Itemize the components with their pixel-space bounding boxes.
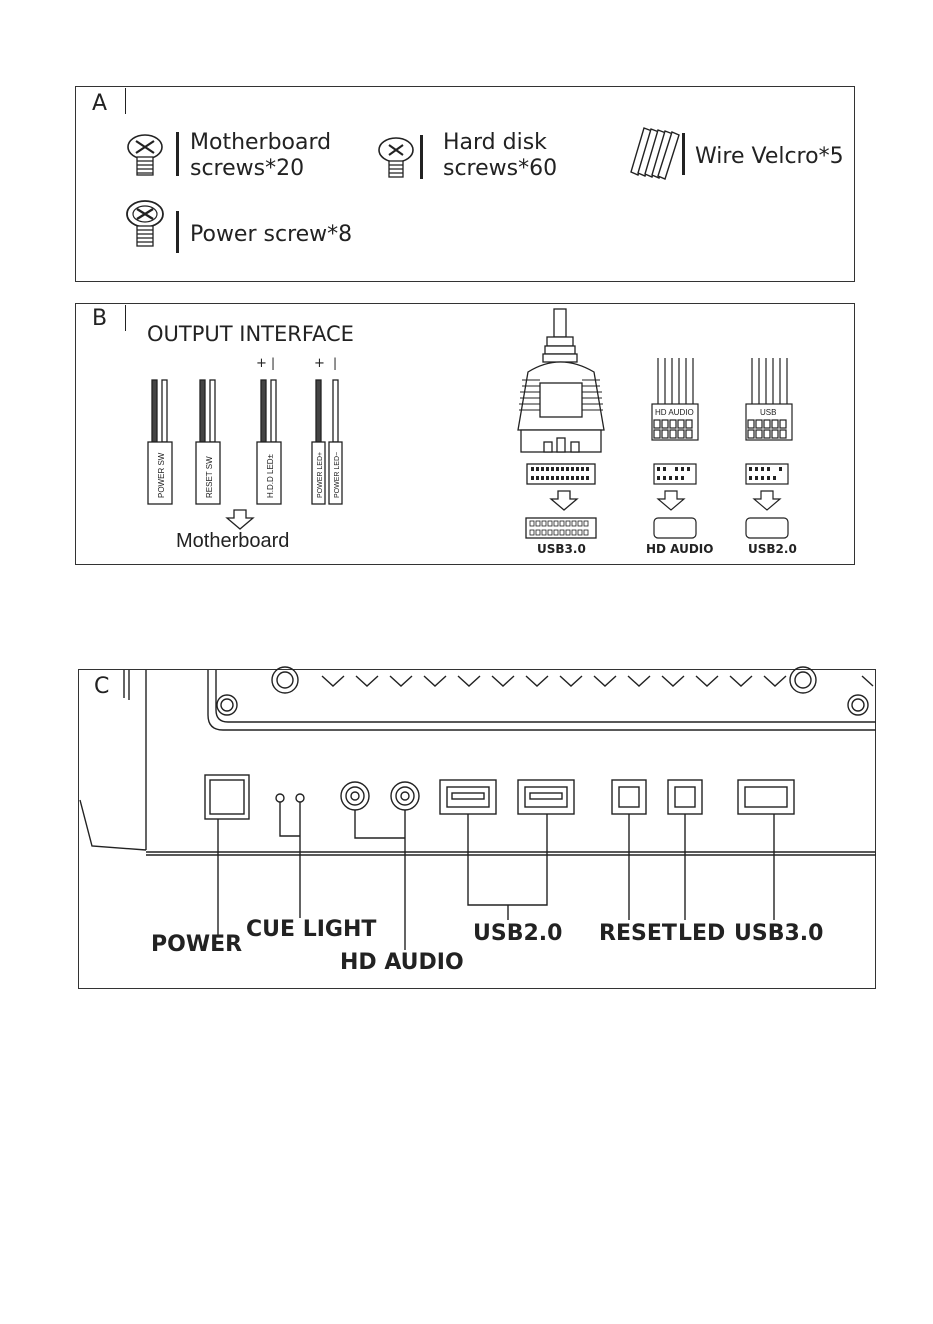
panel-b-letter: B — [92, 306, 107, 331]
wire-velcro-label: Wire Velcro*5 — [695, 144, 844, 169]
power-screw-label: Power screw*8 — [190, 222, 352, 247]
motherboard-screws-label-2: screws*20 — [190, 156, 304, 181]
usb3-label: USB3.0 — [734, 921, 823, 946]
usb2-label: USB2.0 — [473, 921, 562, 946]
cue-light-label: CUE LIGHT — [246, 917, 376, 942]
power-screw-divider — [176, 211, 179, 253]
motherboard-screws-label-1: Motherboard — [190, 130, 331, 155]
hard-disk-screws-label-2: screws*60 — [443, 156, 557, 181]
led-label: LED — [678, 921, 725, 946]
hard-disk-screws-label-1: Hard disk — [443, 130, 547, 155]
motherboard-screws-divider — [176, 132, 179, 176]
hdd-led-minus-sign: | — [271, 356, 275, 370]
panel-b-letter-divider — [125, 305, 126, 331]
panel-a — [75, 86, 855, 282]
hd-audio-label: HD AUDIO — [340, 950, 464, 975]
panel-c-letter: C — [94, 674, 109, 699]
wire-velcro-divider — [682, 133, 685, 175]
output-interface-title: OUTPUT INTERFACE — [147, 322, 354, 346]
reset-label: RESET — [599, 921, 677, 946]
usb2-port-label: USB2.0 — [748, 542, 797, 556]
motherboard-label: Motherboard — [176, 530, 289, 553]
hard-disk-screws-divider — [420, 135, 423, 179]
panel-a-letter: A — [92, 91, 107, 116]
power-led-minus-sign: | — [333, 356, 337, 370]
hdd-led-plus-sign: + — [256, 356, 267, 371]
hd-audio-port-label: HD AUDIO — [646, 542, 713, 556]
panel-a-letter-divider — [125, 88, 126, 114]
usb3-port-label: USB3.0 — [537, 542, 586, 556]
power-led-plus-sign: + — [314, 356, 325, 371]
power-label: POWER — [151, 932, 242, 957]
